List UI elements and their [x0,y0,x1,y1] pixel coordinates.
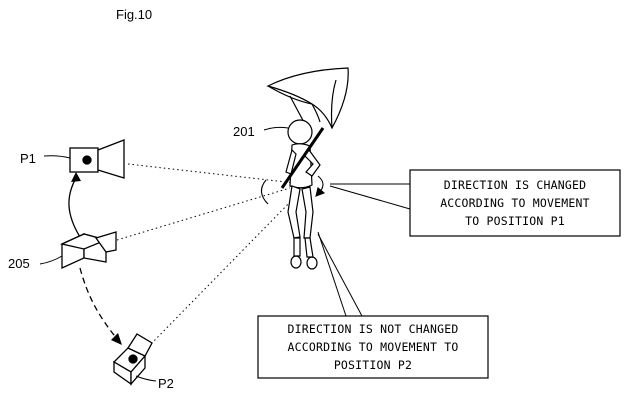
callout-2-line-3: POSITION P2 [334,358,412,372]
callout-2-line-a [317,231,347,317]
label-p1: P1 [20,151,36,166]
label-205: 205 [8,256,30,271]
camera-p1 [69,139,125,179]
callout-1-line-3: TO POSITION P1 [465,214,565,228]
camera-p2 [112,333,153,386]
leader-lines [39,126,411,382]
camera-205 [59,231,117,270]
callout-2-box [257,315,489,379]
movement-arrows [68,177,119,341]
leader-p1 [43,155,71,159]
callout-2-line-1: DIRECTION IS NOT CHANGED [288,322,459,336]
arrow-205-to-p2 [79,267,119,341]
figure-title: Fig.10 [116,7,152,22]
arrow-head-p2 [111,333,122,345]
character-201 [266,67,349,270]
sight-line-p2 [147,195,297,348]
arrow-205-to-p1 [68,177,81,238]
leader-p2 [135,375,157,382]
callout-2: DIRECTION IS NOT CHANGED ACCORDING TO MO… [257,315,489,379]
callout-1-line-1: DIRECTION IS CHANGED [444,178,586,192]
callout-1-line-b [329,185,411,210]
direction-arc-head [315,187,326,197]
direction-indicators [260,175,326,205]
callout-2-line-b [317,233,363,317]
sight-line-205 [116,187,291,241]
sight-line-p1 [127,163,296,184]
arrow-heads [71,172,122,345]
label-201: 201 [233,124,255,139]
sight-lines [116,163,297,348]
label-p2: P2 [158,376,174,391]
leader-201 [263,126,289,131]
callout-1-box [409,169,621,237]
callout-1: DIRECTION IS CHANGED ACCORDING TO MOVEME… [409,169,621,237]
leader-205 [39,255,63,265]
direction-arc-left [260,179,269,205]
callout-2-line-2: ACCORDING TO MOVEMENT TO [288,340,459,354]
callout-1-line-2: ACCORDING TO MOVEMENT [440,196,590,210]
arrow-head-p1 [71,172,81,182]
